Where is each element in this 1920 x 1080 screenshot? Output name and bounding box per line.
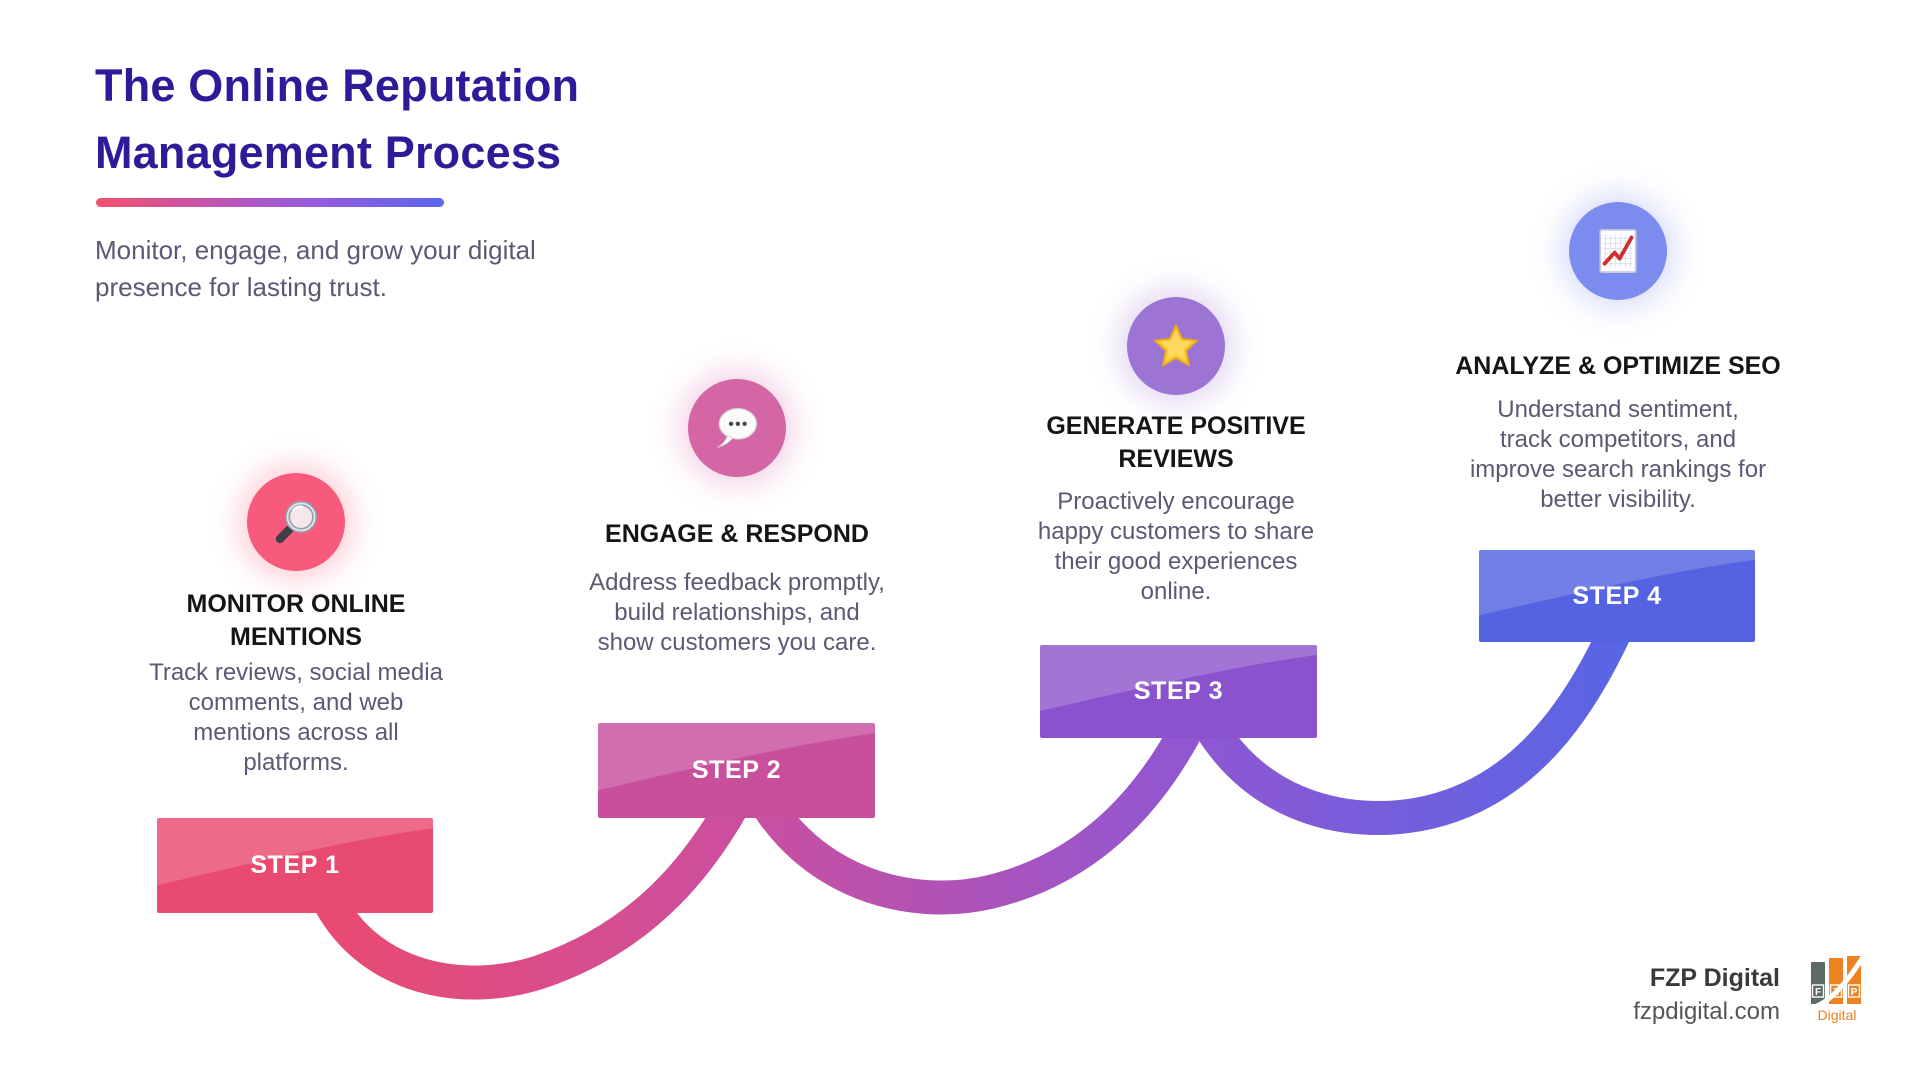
footer-brand-block: FZP Digital fzpdigital.com <box>1633 963 1780 1027</box>
title-underline <box>96 198 444 207</box>
step-3-banner: STEP 3 <box>1040 645 1317 738</box>
fzp-digital-logo: F Z P Digital <box>1810 956 1866 1023</box>
step-2-column: ENGAGE & RESPOND Address feedback prompt… <box>587 379 887 658</box>
step-1-icon-circle <box>247 473 345 571</box>
step-4-description: Understand sentiment, track competitors,… <box>1469 396 1767 513</box>
page-title-line2: Management Process <box>95 127 562 178</box>
page-title-line1: The Online Reputation <box>95 60 580 111</box>
step-1-column: MONITOR ONLINE MENTIONS Track reviews, s… <box>146 473 446 778</box>
logo-letter-z: Z <box>1833 987 1839 998</box>
logo-word: Digital <box>1818 1007 1857 1023</box>
connector-step2-step3 <box>728 675 1222 915</box>
step-4-title: ANALYZE & OPTIMIZE SEO <box>1455 352 1781 380</box>
step-3-banner-label: STEP 3 <box>1133 677 1224 705</box>
step-3-icon-circle <box>1127 297 1225 395</box>
banner-gloss <box>157 818 433 886</box>
brand-name: FZP Digital <box>1649 964 1780 992</box>
connector-step3-step4 <box>1175 555 1657 835</box>
banner-gloss <box>1040 645 1317 711</box>
step-4-banner: STEP 4 <box>1479 550 1755 642</box>
step-1-banner-label: STEP 1 <box>250 851 340 879</box>
connector-step1-step2 <box>298 745 772 1000</box>
step-2-description: Address feedback promptly, build relatio… <box>589 569 885 656</box>
brand-website: fzpdigital.com <box>1633 998 1780 1025</box>
step-2-banner-label: STEP 2 <box>691 756 782 784</box>
banner-gloss <box>1479 550 1755 616</box>
page-title: The Online Reputation Management Process <box>95 52 579 186</box>
chart-increasing-icon <box>1599 229 1637 273</box>
step-1-description: Track reviews, social media comments, an… <box>149 659 443 776</box>
star-icon <box>1153 324 1199 367</box>
step-2-title: ENGAGE & RESPOND <box>605 520 869 548</box>
step-1-title: MONITOR ONLINE MENTIONS <box>186 590 406 651</box>
step-3-description: Proactively encourage happy customers to… <box>1037 488 1315 605</box>
page-subtitle: Monitor, engage, and grow your digital p… <box>95 235 536 302</box>
logo-letter-p: P <box>1851 987 1858 998</box>
step-4-icon-circle <box>1569 202 1667 300</box>
step-2-icon-circle <box>688 379 786 477</box>
step-4-column: ANALYZE & OPTIMIZE SEO Understand sentim… <box>1448 202 1788 515</box>
step-4-banner-label: STEP 4 <box>1572 581 1662 610</box>
magnifying-glass-icon <box>275 500 318 544</box>
speech-balloon-icon <box>717 407 758 448</box>
step-1-banner: STEP 1 <box>157 818 433 913</box>
step-3-column: GENERATE POSITIVE REVIEWS Proactively en… <box>1026 297 1326 607</box>
banner-gloss <box>598 723 875 791</box>
step-2-banner: STEP 2 <box>598 723 875 818</box>
logo-letter-f: F <box>1815 987 1821 998</box>
step-3-title: GENERATE POSITIVE REVIEWS <box>1046 412 1306 473</box>
